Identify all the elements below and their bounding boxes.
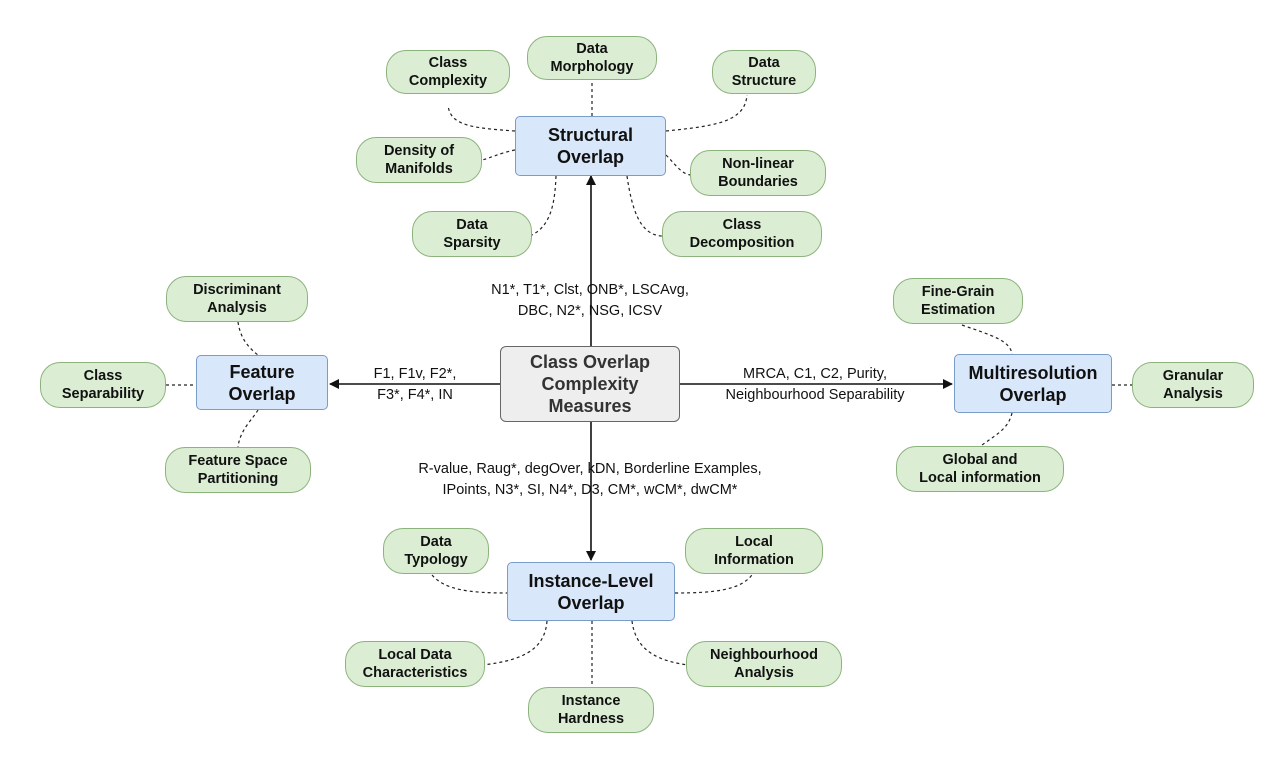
link-local-data-char [481, 620, 548, 666]
link-class-complexity [447, 104, 516, 132]
link-discriminant [237, 321, 259, 356]
instance-title-2: Overlap [557, 592, 625, 613]
instance-measures-line-2: IPoints, N3*, SI, N4*, D3, CM*, wCM*, dw… [442, 482, 738, 498]
leaf-text: Complexity [408, 73, 488, 89]
leaf-text: Analysis [207, 300, 267, 316]
leaf-text: Discriminant [193, 282, 281, 298]
leaf-text: Typology [404, 552, 468, 568]
feature-measures-line-1: F1, F1v, F2*, [373, 366, 457, 382]
leaf-text: Characteristics [362, 665, 468, 681]
multiresolution-measures-line-2: Neighbourhood Separability [725, 387, 905, 403]
leaf-text: Instance [561, 693, 621, 709]
link-partitioning [237, 409, 259, 448]
leaf-text: Class [428, 55, 468, 71]
multiresolution-measures: MRCA, C1, C2, Purity, Neighbourhood Sepa… [705, 364, 925, 406]
leaf-text: Estimation [920, 302, 996, 318]
link-sparsity [531, 175, 557, 236]
link-nonlinear [665, 154, 693, 176]
center-line-2: Complexity [541, 374, 639, 394]
leaf-text: Neighbourhood [710, 647, 818, 663]
leaf-density-of-manifolds: Density of Manifolds [356, 137, 482, 183]
instance-measures: R-value, Raug*, degOver, kDN, Borderline… [380, 459, 800, 501]
center-line-1: Class Overlap [529, 352, 651, 372]
leaf-text: Data [576, 41, 608, 57]
leaf-text: Analysis [1163, 386, 1223, 402]
leaf-text: Class [722, 217, 762, 233]
link-fine-grain [961, 324, 1013, 355]
link-density [481, 149, 516, 161]
leaf-text: Feature Space [188, 453, 288, 469]
leaf-text: Hardness [557, 711, 625, 727]
leaf-text: Granular [1162, 368, 1224, 384]
leaf-text: Local [735, 534, 773, 550]
multiresolution-title-2: Overlap [999, 384, 1067, 405]
center-line-3: Measures [548, 396, 632, 416]
leaf-text: Structure [731, 73, 797, 89]
leaf-text: Separability [61, 386, 145, 402]
leaf-text: Sparsity [443, 235, 501, 251]
link-decomposition [626, 175, 663, 237]
structural-measures-line-2: DBC, N2*, NSG, ICSV [517, 303, 663, 319]
link-data-structure [665, 94, 748, 132]
multiresolution-measures-line-1: MRCA, C1, C2, Purity, [743, 366, 887, 382]
leaf-text: Fine-Grain [921, 284, 995, 300]
structural-measures-line-1: N1*, T1*, Clst, ONB*, LSCAvg, [491, 282, 689, 298]
link-data-typology [431, 574, 508, 594]
leaf-text: Local Data [378, 647, 452, 663]
leaf-text: Global and [942, 452, 1018, 468]
feature-measures: F1, F1v, F2*, F3*, F4*, IN [355, 364, 475, 406]
structural-measures: N1*, T1*, Clst, ONB*, LSCAvg, DBC, N2*, … [440, 280, 740, 322]
leaf-text: Boundaries [718, 174, 798, 190]
leaf-text: Information [714, 552, 794, 568]
leaf-text: Class [83, 368, 123, 384]
link-global-local [977, 412, 1013, 449]
instance-title-1: Instance-Level [528, 570, 654, 591]
leaf-text: Analysis [734, 665, 794, 681]
leaf-text: Manifolds [385, 161, 453, 177]
instance-measures-line-1: R-value, Raug*, degOver, kDN, Borderline… [418, 461, 762, 477]
link-local-information [674, 574, 753, 594]
structural-title-1: Structural [547, 125, 634, 145]
feature-title-1: Feature [229, 361, 295, 382]
leaf-text: Morphology [550, 59, 634, 75]
leaf-text: Density of [383, 143, 455, 159]
leaf-text: Non-linear [722, 156, 794, 172]
leaf-text: Data [456, 217, 488, 233]
multiresolution-title-1: Multiresolution [968, 362, 1098, 383]
leaf-text: Decomposition [689, 235, 795, 251]
leaf-text: Partitioning [197, 471, 279, 487]
leaf-text: Data [420, 534, 452, 550]
structural-title-2: Overlap [556, 147, 625, 167]
feature-measures-line-2: F3*, F4*, IN [377, 387, 453, 403]
leaf-text: Local information [919, 470, 1041, 486]
feature-title-2: Overlap [228, 383, 296, 404]
link-neighbourhood [631, 620, 689, 666]
leaf-text: Data [748, 55, 780, 71]
